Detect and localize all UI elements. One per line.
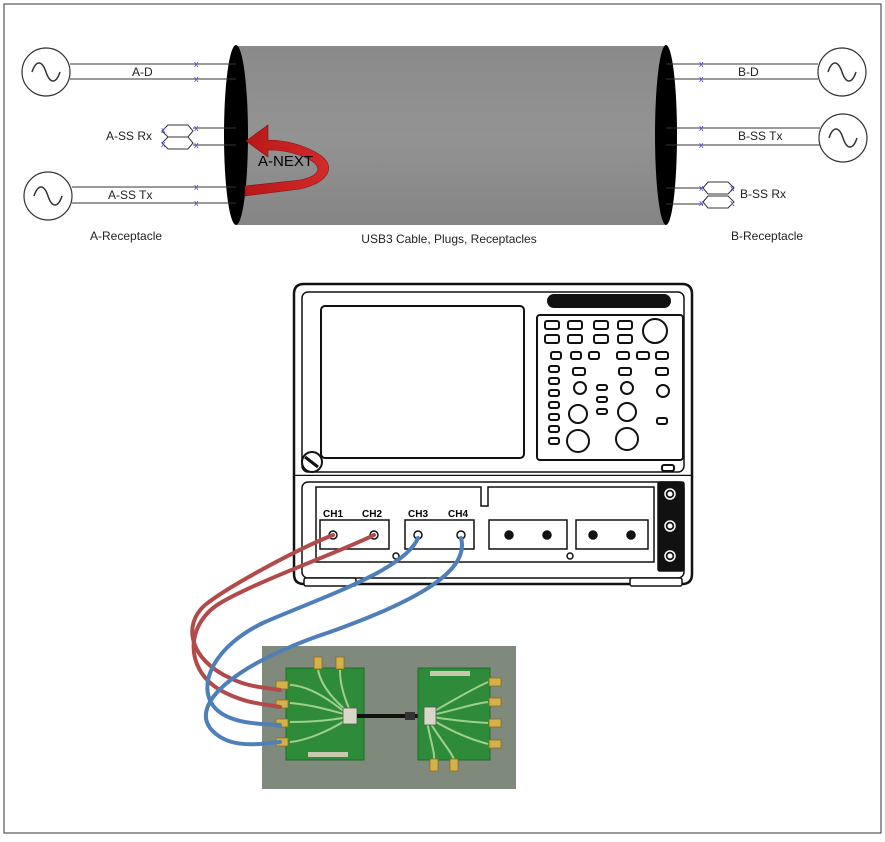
b-ss-rx-marker: x — [699, 198, 704, 208]
ch2-cable — [191, 533, 376, 709]
aux-panel-1 — [488, 519, 568, 550]
ch4-cable — [203, 536, 465, 747]
b-d-line — [666, 63, 818, 80]
a-d-line — [70, 63, 236, 80]
ch2-label: CH2 — [362, 509, 382, 520]
a-ss-rx-label: A-SS Rx — [106, 129, 152, 143]
channel-labels: CH1 CH2 CH3 CH4 — [323, 509, 468, 520]
usb3-cable-body — [236, 46, 666, 225]
a-ss-tx-label: A-SS Tx — [108, 188, 152, 202]
cable-right-end — [655, 45, 677, 225]
probe-cables — [190, 533, 465, 747]
b-ss-tx-marker: x — [699, 123, 704, 133]
a-next-label: A-NEXT — [258, 153, 313, 170]
test-fixture-photo — [262, 646, 516, 789]
svg-text:x: x — [194, 74, 199, 84]
a-next-arrow — [244, 124, 329, 197]
a-ss-tx-marker: x — [194, 198, 199, 208]
ch1-label: CH1 — [323, 509, 343, 520]
cable-caption: USB3 Cable, Plugs, Receptacles — [361, 232, 536, 246]
aux-panel-2 — [575, 519, 649, 550]
a-d-markers: x x — [194, 59, 199, 84]
sma-connector-icon — [429, 677, 502, 772]
sine-source-icon — [818, 113, 868, 163]
b-ss-rx-marker: x — [730, 183, 735, 193]
cable-diagram: x x A-D x x x x A-SS Rx x x A-SS Tx A-Re… — [21, 45, 868, 246]
ch3-label: CH3 — [408, 509, 428, 520]
b-ss-rx-marker: x — [699, 183, 704, 193]
b-ss-tx-marker: x — [699, 140, 704, 150]
differential-port-icon — [161, 124, 194, 150]
b-ss-rx-line — [666, 187, 703, 205]
b-d-label: B-D — [738, 65, 759, 79]
sine-source-icon — [21, 47, 71, 97]
channel-input-jacks — [328, 530, 636, 560]
a-ss-rx-end-marker: x — [194, 123, 199, 133]
svg-text:x: x — [194, 59, 199, 69]
b-ss-tx-label: B-SS Tx — [738, 129, 782, 143]
oscilloscope — [292, 282, 694, 587]
sine-source-icon — [23, 171, 73, 221]
differential-port-icon — [702, 181, 735, 209]
ch1-cable — [190, 533, 335, 692]
a-ss-rx-marker: x — [161, 125, 166, 135]
scope-label-bar — [547, 294, 671, 308]
b-d-marker: x — [699, 59, 704, 69]
scope-power-icon — [301, 451, 323, 473]
ch4-label: CH4 — [448, 509, 468, 520]
a-ss-rx-line — [193, 127, 236, 146]
a-ss-rx-end-marker: x — [194, 140, 199, 150]
sine-source-icon — [817, 47, 867, 97]
a-receptacle-label: A-Receptacle — [90, 229, 162, 243]
b-ss-rx-marker: x — [730, 198, 735, 208]
a-d-label: A-D — [132, 65, 153, 79]
a-ss-tx-line — [72, 186, 236, 204]
scope-buttons — [544, 318, 675, 472]
b-d-marker: x — [699, 74, 704, 84]
scope-screen — [320, 305, 525, 459]
b-ss-rx-label: B-SS Rx — [740, 187, 786, 201]
b-receptacle-label: B-Receptacle — [731, 229, 803, 243]
cable-left-end — [224, 45, 248, 225]
a-ss-tx-marker: x — [194, 182, 199, 192]
ch3-cable — [205, 536, 420, 727]
a-ss-rx-marker: x — [161, 139, 166, 149]
b-ss-tx-line — [666, 127, 820, 146]
